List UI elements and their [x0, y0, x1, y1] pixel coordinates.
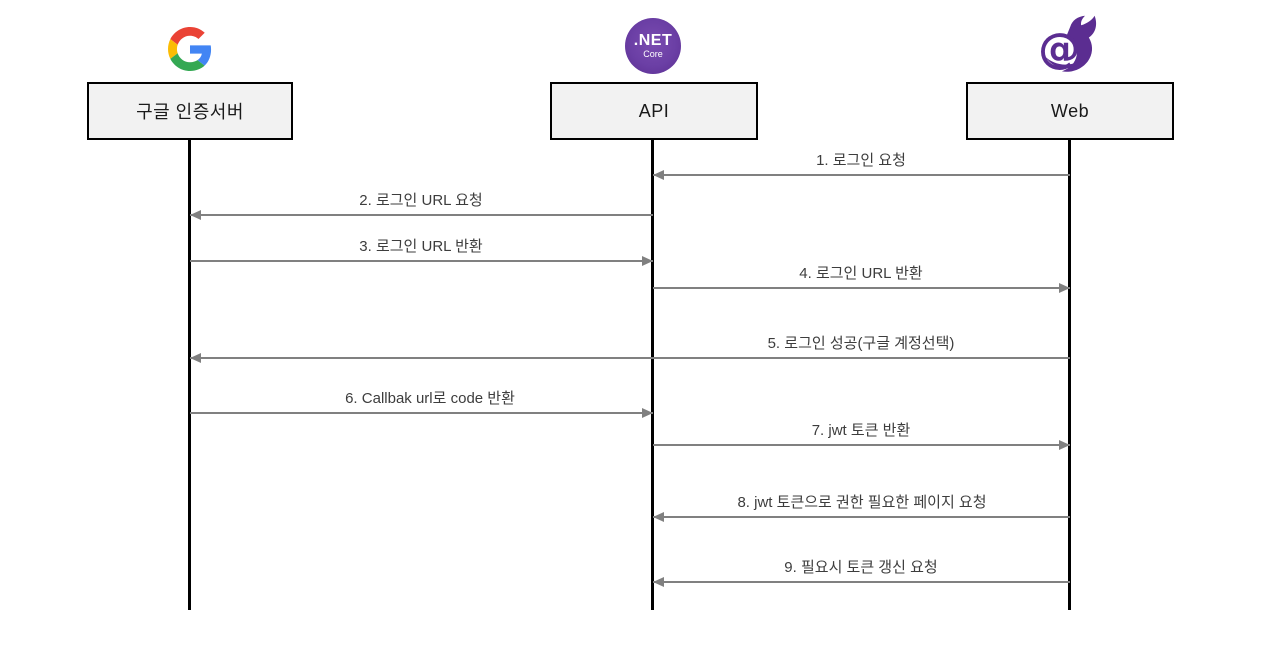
actor-box-api: API — [550, 82, 758, 140]
message-line — [190, 260, 653, 262]
arrowhead-icon — [190, 210, 201, 220]
actor-label-google: 구글 인증서버 — [136, 102, 244, 122]
message-line — [653, 444, 1070, 446]
arrowhead-icon — [653, 170, 664, 180]
dotnet-icon-text: .NET — [633, 31, 673, 49]
message-label: 2. 로그인 URL 요청 — [359, 192, 483, 209]
message-label: 3. 로그인 URL 반환 — [359, 238, 483, 255]
actor-label-api: API — [638, 100, 670, 121]
actor-box-google: 구글 인증서버 — [87, 82, 293, 140]
message-label: 6. Callbak url로 code 반환 — [345, 390, 515, 407]
google-g-icon — [168, 27, 212, 71]
blazor-icon: @ — [1037, 15, 1101, 74]
message-label: 9. 필요시 토큰 갱신 요청 — [784, 559, 938, 576]
message-label: 5. 로그인 성공(구글 계정선택) — [767, 335, 955, 352]
lifeline-api — [651, 140, 654, 610]
actor-box-web: Web — [966, 82, 1174, 140]
message-label: 8. jwt 토큰으로 권한 필요한 페이지 요청 — [737, 494, 987, 511]
message-line — [653, 287, 1070, 289]
arrowhead-icon — [653, 512, 664, 522]
message-line — [190, 214, 653, 216]
lifeline-web — [1068, 140, 1071, 610]
arrowhead-icon — [653, 577, 664, 587]
message-label: 4. 로그인 URL 반환 — [799, 265, 923, 282]
dotnet-core-icon: .NET Core — [625, 18, 681, 74]
message-line — [653, 581, 1070, 583]
message-label: 1. 로그인 요청 — [816, 152, 906, 169]
arrowhead-icon — [1059, 440, 1070, 450]
arrowhead-icon — [642, 408, 653, 418]
arrowhead-icon — [642, 256, 653, 266]
message-line — [190, 357, 1070, 359]
message-line — [653, 516, 1070, 518]
message-line — [653, 174, 1070, 176]
actor-label-web: Web — [1050, 100, 1090, 121]
message-line — [190, 412, 653, 414]
svg-text:@: @ — [1038, 23, 1080, 72]
dotnet-icon-core-text: Core — [643, 48, 663, 59]
lifeline-google — [188, 140, 191, 610]
arrowhead-icon — [1059, 283, 1070, 293]
message-label: 7. jwt 토큰 반환 — [811, 422, 911, 439]
arrowhead-icon — [190, 353, 201, 363]
